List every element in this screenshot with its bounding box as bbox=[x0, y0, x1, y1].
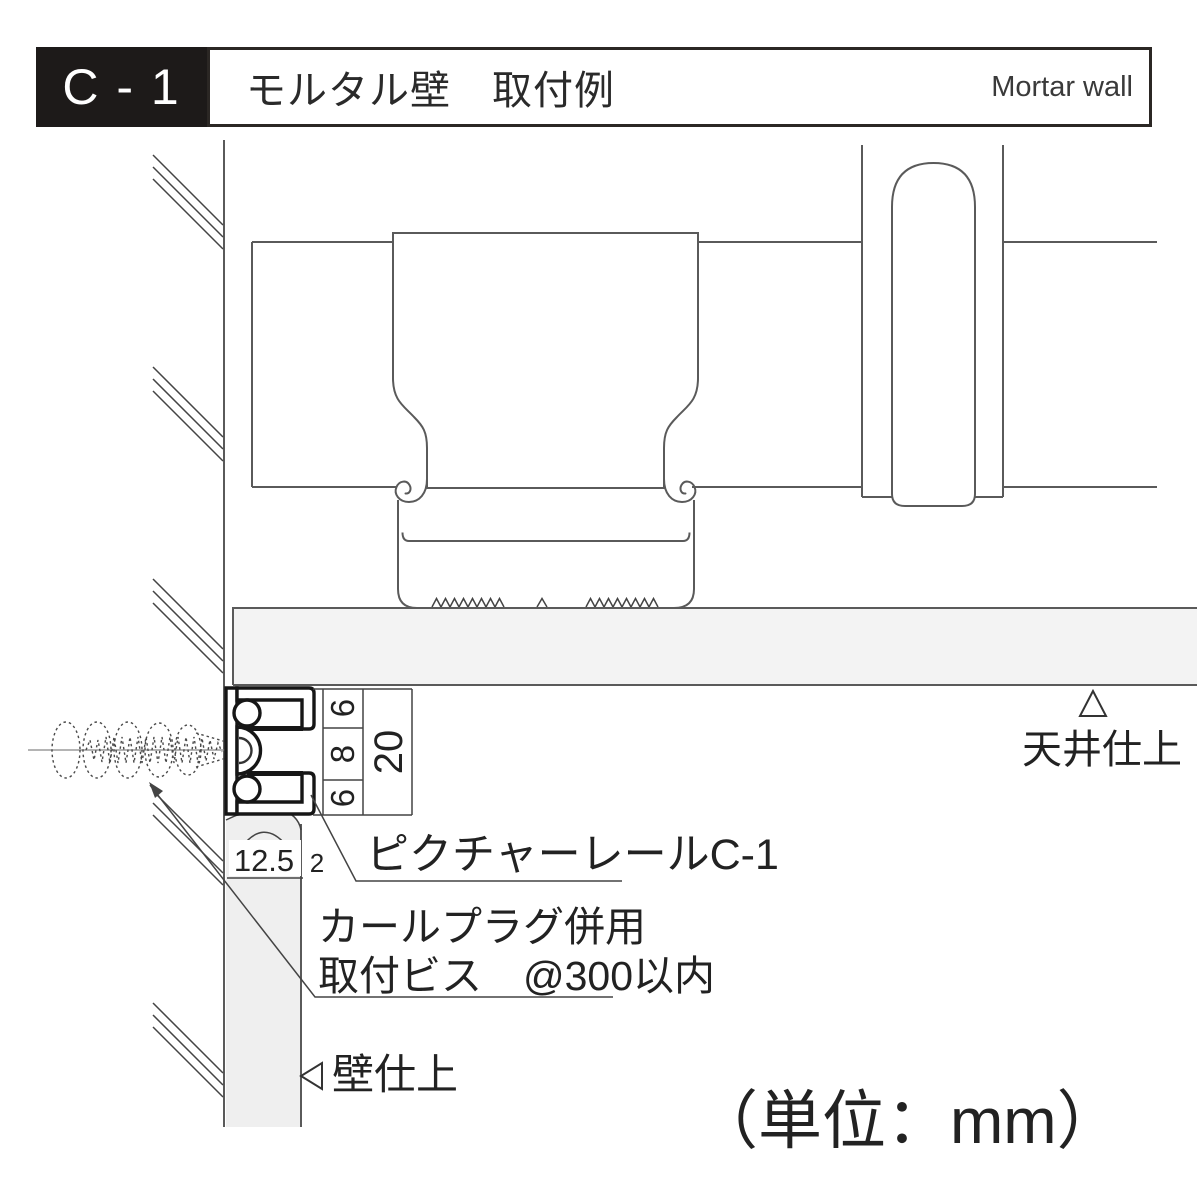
plug-label-line1: カールプラグ併用 bbox=[318, 904, 646, 950]
wall-finish-triangle bbox=[299, 1061, 323, 1091]
suspension-bolt bbox=[861, 145, 1004, 507]
picture-rail-profile bbox=[224, 686, 316, 816]
header-title-bar: モルタル壁 取付例 Mortar wall bbox=[207, 47, 1152, 127]
dim-total: 20 bbox=[367, 730, 411, 775]
plug-label-line2: 取付ビス @300以内 bbox=[318, 953, 715, 999]
mortar-finish-layer bbox=[226, 808, 301, 1127]
unit-label: （単位：mm） bbox=[694, 1085, 1121, 1157]
dim-seg-top: 6 bbox=[324, 699, 361, 717]
screw-head-arc bbox=[238, 736, 253, 765]
header-subtitle-en: Mortar wall bbox=[991, 70, 1133, 103]
screw-thread bbox=[85, 736, 223, 764]
header-code-badge: C - 1 bbox=[36, 47, 207, 127]
dim-reveal: 2 bbox=[310, 848, 324, 878]
clip-hook-left bbox=[394, 463, 428, 504]
screw-and-curl-plug bbox=[28, 721, 254, 779]
ceiling-finish-triangle bbox=[1078, 688, 1108, 717]
rail-leader bbox=[310, 794, 622, 882]
leader-lines bbox=[149, 782, 622, 998]
header-title: モルタル壁 取付例 bbox=[246, 69, 615, 113]
plug-leader-arrowhead bbox=[149, 782, 163, 798]
wall-hatch-marks bbox=[152, 154, 224, 1098]
serration-teeth bbox=[431, 596, 659, 609]
clip-hook-right bbox=[663, 463, 697, 504]
ceiling-finish-label: 天井仕上 bbox=[1022, 728, 1182, 772]
wall-thickness-dimension: 12.5 2 bbox=[227, 840, 324, 879]
wall-finish-label: 壁仕上 bbox=[332, 1051, 458, 1098]
plug-leader bbox=[149, 784, 613, 998]
dim-seg-mid: 8 bbox=[324, 745, 361, 763]
wall-base bbox=[152, 140, 225, 1127]
mbar-channel bbox=[397, 500, 695, 609]
ceiling-board bbox=[233, 608, 1197, 685]
ceiling-board-edges bbox=[232, 607, 1197, 686]
rail-label: ピクチャーレールC-1 bbox=[366, 831, 779, 879]
dim-wall-thickness: 12.5 bbox=[234, 843, 294, 878]
ceiling-furring-band bbox=[251, 241, 1157, 488]
dim-seg-bottom: 6 bbox=[324, 789, 361, 807]
clip-bracket bbox=[392, 232, 699, 504]
screw-boss bbox=[235, 725, 263, 776]
header: C - 1 モルタル壁 取付例 Mortar wall bbox=[36, 47, 1152, 127]
dimension-chain: 6 8 6 20 bbox=[313, 688, 413, 816]
